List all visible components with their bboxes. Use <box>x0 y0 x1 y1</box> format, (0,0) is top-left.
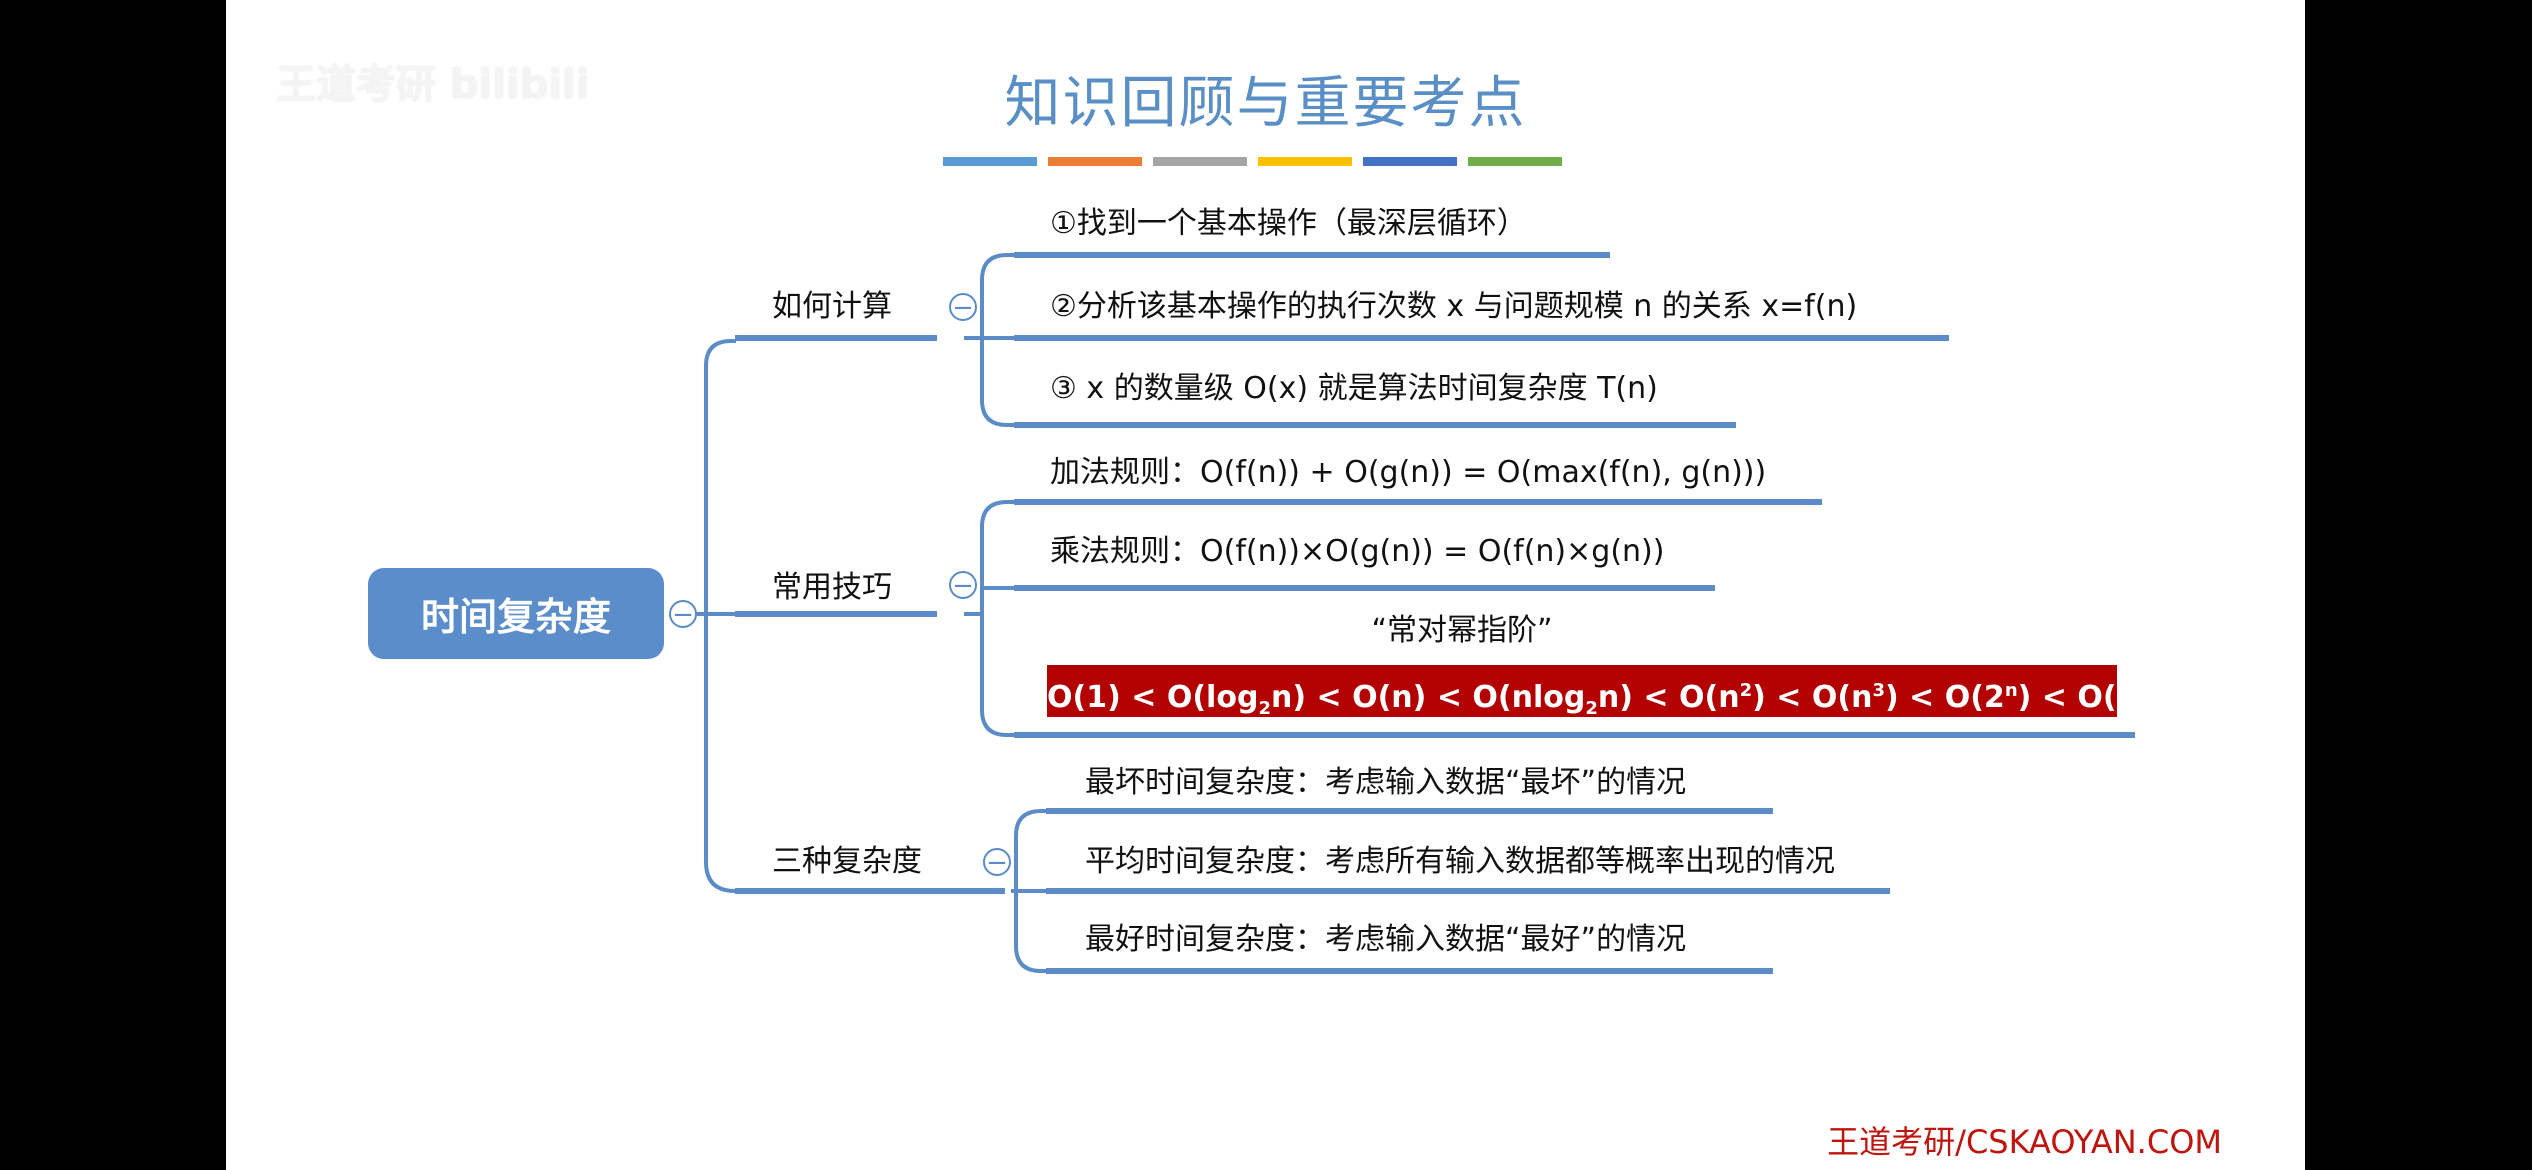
branch-underline <box>735 335 937 341</box>
leaf-item[interactable]: 乘法规则：O(f(n))×O(g(n)) = O(f(n)×g(n)) <box>1050 534 1665 569</box>
leaf-underline <box>1014 252 1610 258</box>
leaf-underline <box>1046 888 1890 894</box>
slide: 王道考研 bilibili 知识回顾与重要考点 时间复杂度 − 如何计算 − ①… <box>226 0 2305 1170</box>
leaf-item[interactable]: 平均时间复杂度：考虑所有输入数据都等概率出现的情况 <box>1085 844 1835 879</box>
branch-underline <box>735 611 937 617</box>
watermark-logo: 王道考研 bilibili <box>276 62 590 108</box>
leaf-item[interactable]: ①找到一个基本操作（最深层循环） <box>1050 206 1527 241</box>
color-bar-green <box>1468 157 1562 166</box>
root-connector <box>696 339 736 893</box>
leaf-item[interactable]: ②分析该基本操作的执行次数 x 与问题规模 n 的关系 x=f(n) <box>1050 289 1858 324</box>
leaf-underline <box>1014 422 1736 428</box>
branch2-connector <box>964 500 1016 737</box>
collapse-root-icon[interactable]: − <box>669 600 697 628</box>
leaf-underline <box>1014 499 1822 505</box>
branch-how-to-calc[interactable]: 如何计算 <box>772 289 892 324</box>
leaf-underline <box>1046 808 1773 814</box>
complexity-order-box: O(1) < O(log2n) < O(n) < O(nlog2n) < O(n… <box>1047 665 2299 719</box>
leaf-underline <box>1014 732 2135 738</box>
color-bar-orange <box>1048 157 1142 166</box>
leaf-underline <box>1014 335 1949 341</box>
color-bar-gray <box>1153 157 1247 166</box>
branch-three-complexities[interactable]: 三种复杂度 <box>772 844 922 879</box>
leaf-item[interactable]: ③ x 的数量级 O(x) 就是算法时间复杂度 T(n) <box>1050 371 1658 406</box>
color-bar-blue <box>943 157 1037 166</box>
mindmap-connectors <box>696 253 1048 973</box>
branch-common-tricks[interactable]: 常用技巧 <box>772 570 892 605</box>
leaf-underline <box>1046 968 1773 974</box>
branch3-connector <box>1011 809 1048 973</box>
branch1-connector <box>964 253 1016 427</box>
collapse-branch1-icon[interactable]: − <box>949 293 977 321</box>
leaf-item[interactable]: 加法规则：O(f(n)) + O(g(n)) = O(max(f(n), g(n… <box>1050 455 1767 490</box>
footer-website: 王道考研/CSKAOYAN.COM <box>1827 1123 2222 1161</box>
color-bar-darkblue <box>1363 157 1457 166</box>
mnemonic-label: “常对幂指阶” <box>1371 613 1553 648</box>
branch-underline <box>735 888 1005 894</box>
leaf-item[interactable]: 最坏时间复杂度：考虑输入数据“最坏”的情况 <box>1085 765 1687 800</box>
slide-title: 知识回顾与重要考点 <box>1004 71 1527 136</box>
root-node[interactable]: 时间复杂度 <box>368 568 664 659</box>
collapse-branch2-icon[interactable]: − <box>949 571 977 599</box>
color-bar-yellow <box>1258 157 1352 166</box>
leaf-item[interactable]: 最好时间复杂度：考虑输入数据“最好”的情况 <box>1085 922 1687 957</box>
collapse-branch3-icon[interactable]: − <box>983 848 1011 876</box>
leaf-underline <box>1014 585 1715 591</box>
